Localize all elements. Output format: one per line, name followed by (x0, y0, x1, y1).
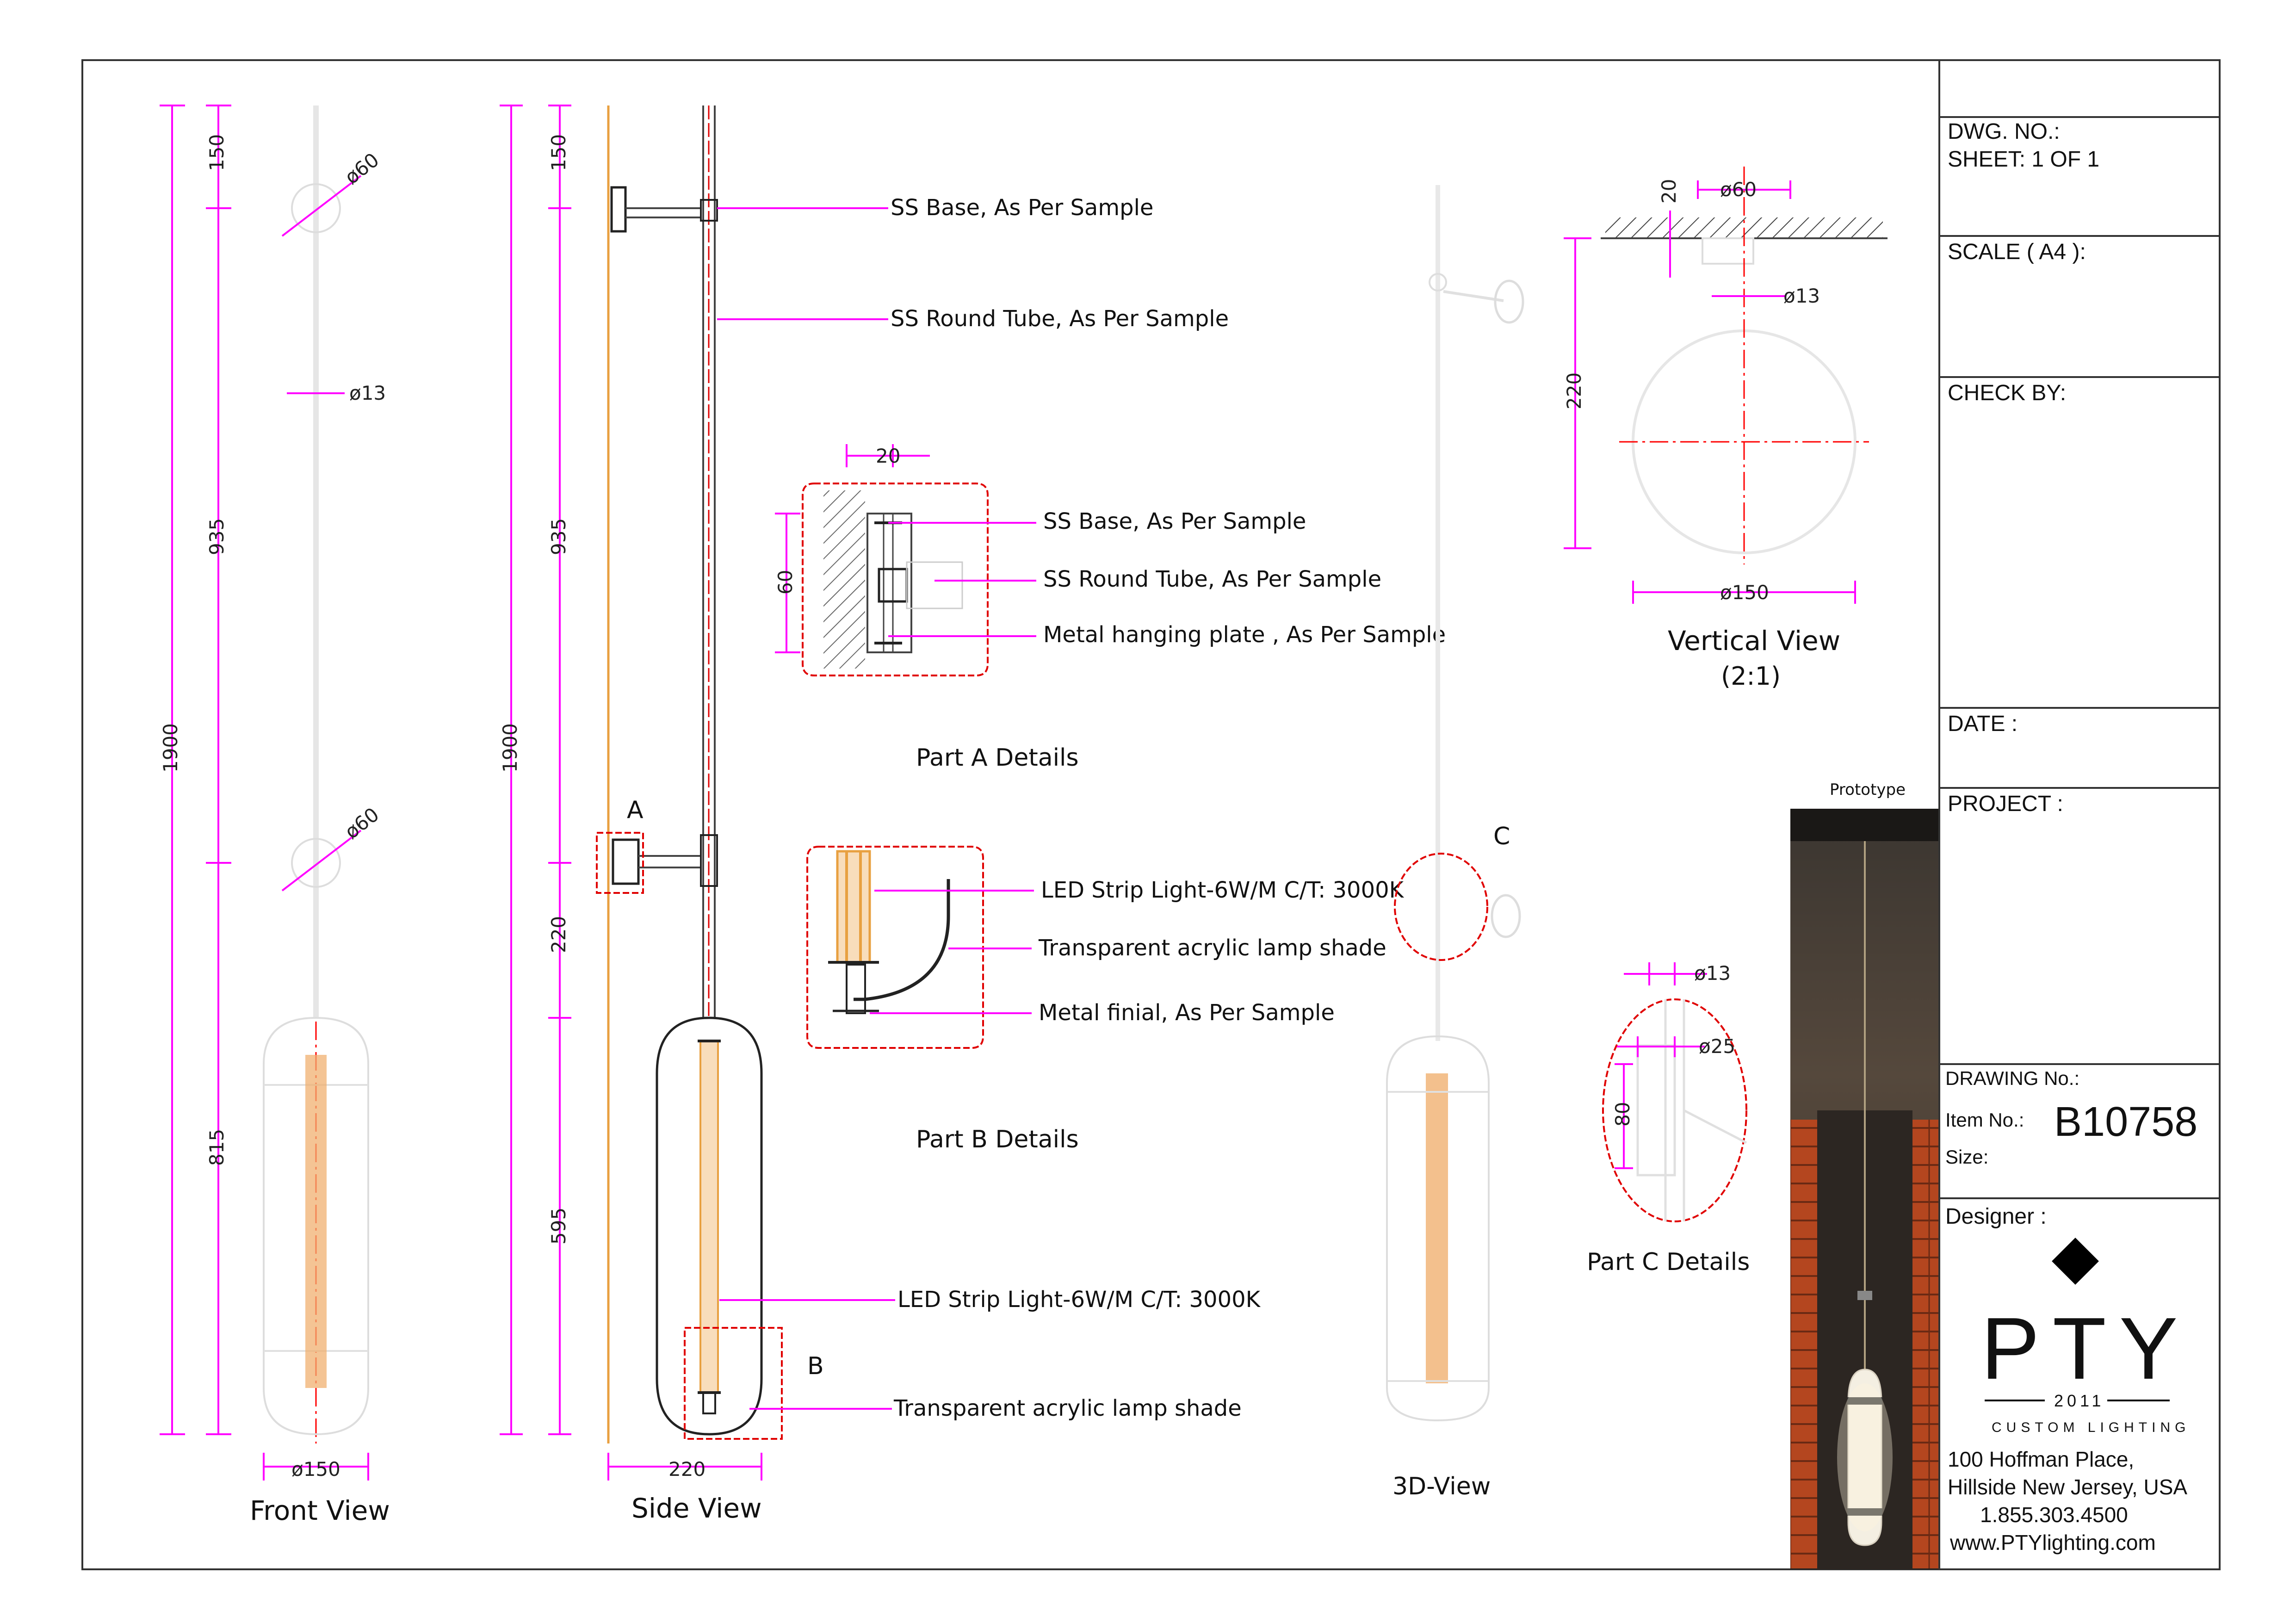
three-d-view-title: 3D-View (1392, 1473, 1491, 1500)
front-dim-dia-mid: ø60 (340, 803, 384, 843)
part-b-callout-shade: Transparent acrylic lamp shade (1038, 935, 1386, 961)
part-a-callout-base: SS Base, As Per Sample (1043, 508, 1306, 534)
size-label: Size: (1945, 1146, 1988, 1168)
vertical-dim-dia-base: ø60 (1720, 178, 1757, 201)
vertical-view-title: Vertical View (1668, 625, 1840, 657)
part-a-dim-height: 60 (774, 570, 797, 595)
company-address-2: Hillside New Jersey, USA (1948, 1475, 2187, 1499)
front-view-title: Front View (250, 1495, 390, 1526)
part-a-callout-plate: Metal hanging plate , As Per Sample (1043, 622, 1446, 648)
side-view-title: Side View (631, 1493, 762, 1524)
front-dim-top: 150 (205, 134, 228, 171)
front-dim-lower: 815 (205, 1129, 228, 1166)
three-d-view: C 3D-View (1386, 185, 1524, 1500)
part-b-callout-finial: Metal finial, As Per Sample (1039, 1000, 1335, 1026)
scale-label: SCALE ( A4 ): (1948, 240, 2086, 264)
part-c-title: Part C Details (1587, 1248, 1750, 1276)
project-label: PROJECT : (1948, 792, 2063, 816)
part-b-title: Part B Details (916, 1126, 1079, 1153)
front-dim-middle: 935 (205, 518, 228, 555)
prototype-photo: Prototype (1790, 781, 1939, 1569)
front-view: 1900 150 935 815 ø60 ø13 ø60 ø150 Front … (159, 105, 390, 1526)
part-b-callout-led: LED Strip Light-6W/M C/T: 3000K (1041, 877, 1405, 903)
part-b-marker: B (807, 1352, 824, 1380)
part-a-dim-width: 20 (876, 445, 900, 467)
part-c-marker: C (1493, 823, 1510, 850)
drawing-no-label: DRAWING No.: (1945, 1067, 2079, 1089)
side-callout-base: SS Base, As Per Sample (891, 195, 1153, 221)
part-a-details: 20 60 SS Base, As Per Sample SS Round Tu… (774, 444, 1446, 772)
sheet-border (81, 59, 2221, 1570)
logo-tagline: CUSTOM LIGHTING (1992, 1420, 2190, 1435)
prototype-label: Prototype (1830, 781, 1906, 799)
part-c-details: ø13 ø25 80 Part C Details (1587, 962, 1750, 1276)
side-dim-top: 150 (547, 134, 570, 171)
front-dim-width: ø150 (291, 1458, 340, 1481)
side-callout-led: LED Strip Light-6W/M C/T: 3000K (897, 1287, 1261, 1313)
front-dim-total: 1900 (159, 723, 182, 773)
part-c-dim-dia-holder: ø25 (1699, 1035, 1735, 1058)
company-address-1: 100 Hoffman Place, (1948, 1447, 2134, 1471)
logo-text: PTY (1981, 1300, 2191, 1398)
company-phone: 1.855.303.4500 (1980, 1503, 2128, 1527)
side-dim-width: 220 (668, 1458, 706, 1481)
vertical-view: 20 ø60 ø13 220 ø150 Vertical View (2:1) (1563, 167, 1888, 691)
side-dim-total: 1900 (499, 723, 521, 773)
side-callout-tube: SS Round Tube, As Per Sample (891, 306, 1229, 332)
part-c-dim-dia-tube: ø13 (1694, 962, 1731, 985)
part-a-marker: A (627, 796, 644, 824)
item-no-value: B10758 (2054, 1099, 2197, 1145)
check-by-label: CHECK BY: (1948, 381, 2066, 405)
side-callout-shade: Transparent acrylic lamp shade (893, 1395, 1242, 1421)
item-no-label: Item No.: (1945, 1109, 2024, 1131)
pty-logo: PTY 2011 CUSTOM LIGHTING (1981, 1238, 2191, 1435)
vertical-dim-offset: 20 (1658, 179, 1680, 204)
title-block: DWG. NO.: SHEET: 1 OF 1 SCALE ( A4 ): CH… (1938, 60, 2220, 1569)
vertical-view-scale: (2:1) (1721, 662, 1781, 691)
date-label: DATE : (1948, 712, 2018, 736)
part-c-dim-height: 80 (1611, 1102, 1634, 1127)
front-dim-dia-top: ø60 (340, 149, 384, 189)
side-dim-arm: 220 (547, 916, 570, 953)
part-b-details: LED Strip Light-6W/M C/T: 3000K Transpar… (806, 846, 1405, 1153)
vertical-dim-dia-shade: ø150 (1720, 581, 1769, 604)
diamond-icon (2052, 1238, 2099, 1285)
company-website[interactable]: www.PTYlighting.com (1949, 1530, 2156, 1555)
vertical-dim-dia-tube: ø13 (1783, 285, 1820, 307)
part-a-callout-tube: SS Round Tube, As Per Sample (1043, 566, 1381, 592)
side-view: 1900 150 935 220 595 220 A B SS Base, As… (499, 105, 1261, 1524)
front-dim-dia-tube: ø13 (349, 382, 386, 404)
part-a-title: Part A Details (916, 744, 1079, 772)
logo-year: 2011 (2054, 1391, 2104, 1410)
sheet-label: SHEET: 1 OF 1 (1948, 147, 2099, 172)
side-dim-lower: 595 (547, 1208, 570, 1245)
designer-label: Designer : (1945, 1204, 2047, 1229)
vertical-dim-depth: 220 (1563, 372, 1585, 409)
side-dim-middle: 935 (547, 518, 570, 555)
dwg-no-label: DWG. NO.: (1948, 119, 2060, 144)
